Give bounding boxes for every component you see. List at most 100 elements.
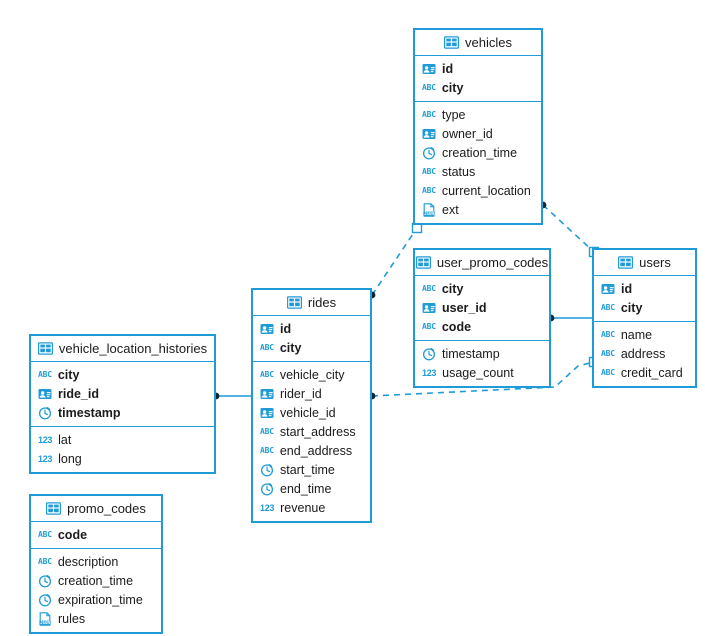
- entity-header[interactable]: user_promo_codes: [415, 250, 549, 276]
- entity-header[interactable]: vehicles: [415, 30, 541, 56]
- entity-header[interactable]: vehicle_location_histories: [31, 336, 214, 362]
- field-row[interactable]: vehicle_id: [253, 403, 370, 422]
- field-name: code: [441, 319, 472, 334]
- field-row[interactable]: ABC vehicle_city: [253, 365, 370, 384]
- field-name: id: [442, 61, 454, 76]
- abc-icon: ABC: [38, 556, 52, 566]
- table-icon: [286, 296, 302, 309]
- abc-icon: ABC: [260, 426, 274, 436]
- field-name: vehicle_city: [279, 367, 345, 382]
- field-name: credit_card: [620, 365, 683, 380]
- field-row[interactable]: ABC code: [415, 317, 549, 336]
- field-name: rider_id: [280, 386, 322, 401]
- field-row[interactable]: creation_time: [415, 143, 541, 162]
- uuid-icon: [260, 387, 274, 401]
- entity-header[interactable]: promo_codes: [31, 496, 161, 522]
- number-icon: 123: [38, 453, 53, 464]
- field-row[interactable]: id: [594, 279, 695, 298]
- number-icon: 123: [260, 502, 275, 513]
- field-name: owner_id: [442, 126, 493, 141]
- field-row[interactable]: rider_id: [253, 384, 370, 403]
- field-row[interactable]: owner_id: [415, 124, 541, 143]
- abc-icon: ABC: [422, 166, 436, 176]
- field-name: creation_time: [442, 145, 518, 160]
- field-row[interactable]: timestamp: [31, 403, 214, 422]
- entity-title: vehicle_location_histories: [58, 341, 208, 356]
- field-name: id: [280, 321, 292, 336]
- abc-icon: ABC: [422, 82, 436, 92]
- field-row[interactable]: id: [415, 59, 541, 78]
- abc-icon: ABC: [601, 348, 615, 358]
- uuid-icon: [422, 62, 436, 76]
- entity-title: promo_codes: [67, 501, 146, 516]
- field-row[interactable]: timestamp: [415, 344, 549, 363]
- field-row[interactable]: user_id: [415, 298, 549, 317]
- field-row[interactable]: ride_id: [31, 384, 214, 403]
- table-icon: [415, 256, 431, 269]
- entity-header[interactable]: rides: [253, 290, 370, 316]
- field-name: ext: [442, 202, 459, 217]
- relationship-vehicle-location-histories-to-rides[interactable]: [212, 392, 251, 400]
- entity-title: user_promo_codes: [436, 255, 549, 270]
- abc-icon: ABC: [422, 321, 436, 331]
- entity-header[interactable]: users: [594, 250, 695, 276]
- entity-title: vehicles: [465, 35, 512, 50]
- number-icon: 123: [422, 367, 437, 378]
- field-name: description: [57, 554, 119, 569]
- abc-icon: ABC: [601, 329, 615, 339]
- clock-icon: [38, 406, 52, 420]
- field-row[interactable]: ABC city: [253, 338, 370, 357]
- abc-icon: ABC: [260, 342, 274, 352]
- field-row[interactable]: ABC description: [31, 552, 161, 571]
- field-name: timestamp: [442, 346, 500, 361]
- abc-icon: ABC: [38, 369, 52, 379]
- field-name: current_location: [441, 183, 531, 198]
- svg-text:JSON: JSON: [40, 620, 50, 625]
- field-row[interactable]: start_time: [253, 460, 370, 479]
- field-row[interactable]: end_time: [253, 479, 370, 498]
- field-row[interactable]: JSON ext: [415, 200, 541, 219]
- clock-icon: [422, 347, 436, 361]
- field-name: creation_time: [58, 573, 134, 588]
- field-row[interactable]: expiration_time: [31, 590, 161, 609]
- field-name: start_time: [280, 462, 335, 477]
- field-row[interactable]: id: [253, 319, 370, 338]
- relationship-user-promo-codes-to-users[interactable]: [547, 314, 592, 322]
- field-name: city: [279, 340, 302, 355]
- clock-icon: [38, 574, 52, 588]
- json-icon: JSON: [422, 202, 436, 217]
- abc-icon: ABC: [260, 369, 274, 379]
- table-icon: [618, 256, 634, 269]
- field-row[interactable]: creation_time: [31, 571, 161, 590]
- abc-icon: ABC: [38, 529, 52, 539]
